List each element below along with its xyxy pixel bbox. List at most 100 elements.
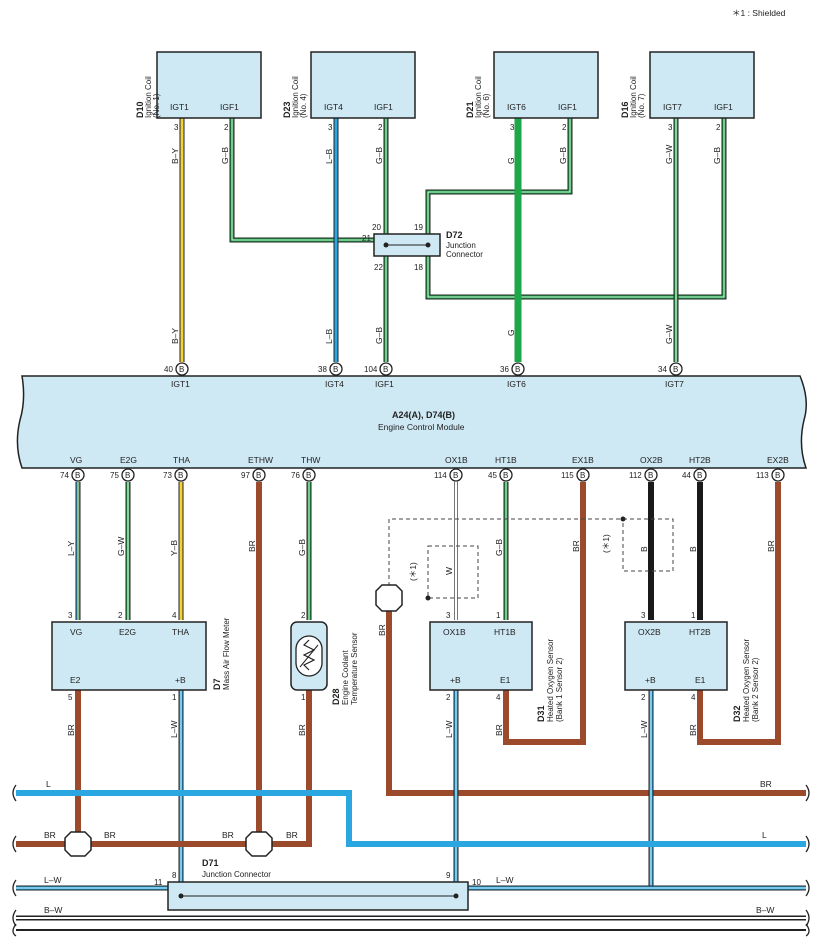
svg-text:IGF1: IGF1: [714, 102, 733, 112]
svg-text:D21: D21: [465, 101, 475, 118]
svg-text:2: 2: [378, 123, 383, 132]
svg-text:BR: BR: [222, 830, 234, 840]
svg-text:75: 75: [110, 471, 119, 480]
svg-text:BR: BR: [247, 540, 257, 552]
svg-text:IGT4: IGT4: [325, 379, 344, 389]
ecm-box: A24(A), D74(B) Engine Control Module: [16, 375, 808, 469]
ecm-name: Engine Control Module: [378, 422, 465, 432]
svg-text:B–W: B–W: [756, 905, 774, 915]
coil-d21: IGT6 IGF1 3 2 D21 Ignition Coil (No. 6): [465, 51, 599, 132]
wire-ex1b: [503, 482, 586, 745]
svg-text:BR: BR: [571, 540, 581, 552]
svg-text:BR: BR: [688, 724, 698, 736]
svg-text:IGF1: IGF1: [558, 102, 577, 112]
svg-text:BR: BR: [104, 830, 116, 840]
o2-sensor-d31: OX1B HT1B +B E1 3 1 2 4 D31 Heated Oxyge…: [429, 611, 564, 722]
svg-text:1: 1: [172, 693, 177, 702]
svg-text:BR: BR: [44, 830, 56, 840]
svg-text:G–B: G–B: [494, 539, 504, 556]
svg-text:E1: E1: [500, 675, 511, 685]
svg-text:L–B: L–B: [324, 329, 334, 344]
svg-text:L–W: L–W: [44, 875, 61, 885]
svg-text:8: 8: [172, 871, 177, 880]
svg-text:HT2B: HT2B: [689, 455, 711, 465]
svg-text:Junction Connector: Junction Connector: [202, 870, 271, 879]
svg-text:3: 3: [668, 123, 673, 132]
svg-text:B: B: [178, 471, 183, 480]
svg-text:(No. 1): (No. 1): [152, 93, 161, 118]
svg-text:E1: E1: [695, 675, 706, 685]
svg-text:2: 2: [716, 123, 721, 132]
svg-text:74: 74: [60, 471, 69, 480]
junction-d71: D71 Junction Connector 8 9 11 10: [154, 858, 481, 911]
svg-text:G–B: G–B: [712, 147, 722, 164]
svg-text:2: 2: [562, 123, 567, 132]
svg-text:THA: THA: [173, 455, 190, 465]
svg-text:HT1B: HT1B: [494, 627, 516, 637]
svg-text:B: B: [688, 546, 698, 552]
svg-text:D28: D28: [331, 688, 341, 705]
svg-text:Ignition Coil: Ignition Coil: [291, 76, 300, 118]
svg-text:THW: THW: [301, 455, 320, 465]
svg-text:B–Y: B–Y: [170, 148, 180, 164]
bus-splices: [64, 831, 273, 857]
ecm-id: A24(A), D74(B): [392, 410, 455, 420]
svg-text:4: 4: [691, 693, 696, 702]
svg-text:5: 5: [68, 693, 73, 702]
svg-text:3: 3: [328, 123, 333, 132]
svg-text:4: 4: [496, 693, 501, 702]
svg-text:B: B: [383, 365, 388, 374]
svg-text:L–W: L–W: [169, 721, 179, 738]
svg-text:VG: VG: [70, 455, 82, 465]
svg-text:D31: D31: [536, 705, 546, 722]
svg-text:3: 3: [68, 611, 73, 620]
svg-text:44: 44: [682, 471, 691, 480]
svg-text:IGT7: IGT7: [665, 379, 684, 389]
svg-text:B: B: [306, 471, 311, 480]
svg-text:D10: D10: [135, 101, 145, 118]
svg-text:D72: D72: [446, 230, 463, 240]
svg-text:ETHW: ETHW: [248, 455, 273, 465]
svg-text:(Bank 1 Sensor 2): (Bank 1 Sensor 2): [555, 657, 564, 722]
svg-text:B: B: [333, 365, 338, 374]
svg-text:19: 19: [414, 223, 423, 232]
wire-labels: B–Y B–Y G–B L–B L–B G–B G–B G G G–B G–W …: [44, 145, 776, 915]
svg-text:G–W: G–W: [664, 325, 674, 344]
ecm-bottom-pins: B74VGB75E2GB73THAB97ETHWB76THWB114OX1BB4…: [60, 455, 789, 482]
svg-text:38: 38: [318, 365, 327, 374]
svg-text:IGF1: IGF1: [375, 379, 394, 389]
svg-text:G–B: G–B: [558, 147, 568, 164]
svg-text:L: L: [762, 830, 767, 840]
svg-text:B: B: [639, 546, 649, 552]
svg-text:2: 2: [224, 123, 229, 132]
svg-text:IGT4: IGT4: [324, 102, 343, 112]
svg-text:B: B: [179, 365, 184, 374]
svg-text:3: 3: [510, 123, 515, 132]
svg-text:2: 2: [118, 611, 123, 620]
svg-text:Heated Oxygen Sensor: Heated Oxygen Sensor: [742, 639, 751, 722]
svg-text:D16: D16: [620, 101, 630, 118]
svg-text:97: 97: [241, 471, 250, 480]
svg-text:1: 1: [691, 611, 696, 620]
svg-text:Ignition Coil: Ignition Coil: [474, 76, 483, 118]
svg-text:4: 4: [172, 611, 177, 620]
junction-d72: 20 19 21 22 18 D72 Junction Connector: [362, 223, 483, 272]
svg-text:G: G: [506, 329, 516, 336]
svg-text:21: 21: [362, 234, 371, 243]
svg-text:B: B: [580, 471, 585, 480]
wire-ex2b: [697, 482, 781, 745]
shield-mark-1: (＊1): [408, 562, 418, 581]
wire-ect-gnd: [259, 690, 312, 847]
svg-text:(Bank 2 Sensor 2): (Bank 2 Sensor 2): [751, 657, 760, 722]
svg-text:EX2B: EX2B: [767, 455, 789, 465]
wire-shield-drain: [386, 604, 806, 796]
svg-text:G–B: G–B: [374, 147, 384, 164]
svg-text:D32: D32: [732, 705, 742, 722]
